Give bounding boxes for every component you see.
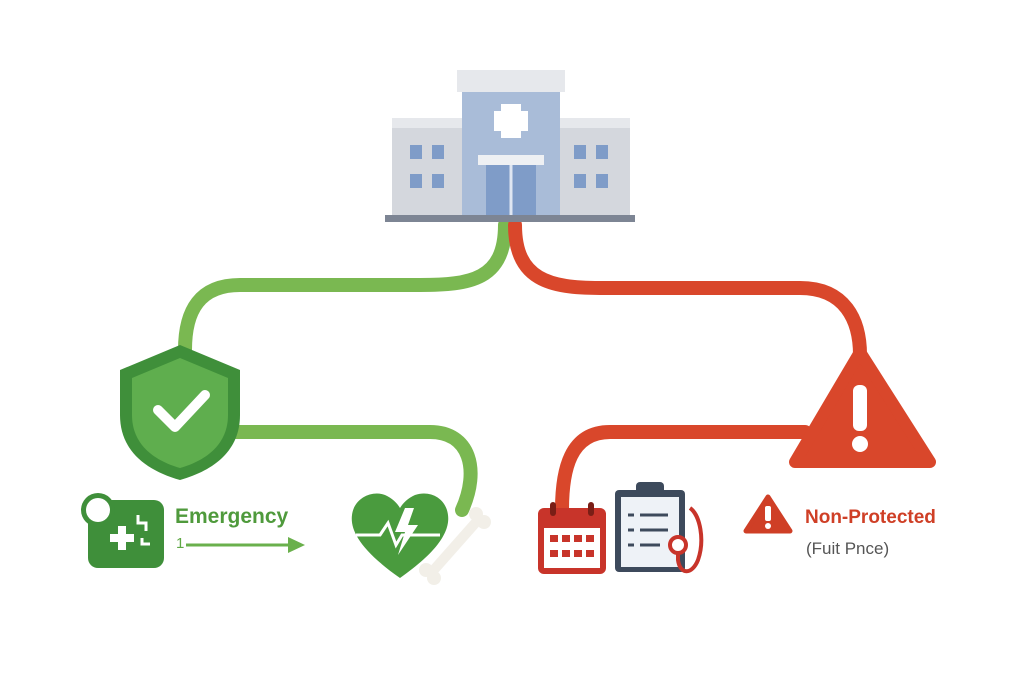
non-protected-label: Non-Protected	[805, 507, 936, 528]
green-path-bottom	[223, 425, 478, 517]
emergency-label: Emergency	[175, 505, 289, 528]
calendar-icon	[538, 502, 606, 574]
non-protected-sublabel: (Fuit Pnce)	[806, 539, 890, 558]
tag-plus-icon	[81, 493, 164, 568]
hospital-icon	[385, 70, 635, 222]
emergency-step: 1	[176, 535, 185, 552]
heart-pulse-icon	[351, 493, 449, 578]
green-path-top	[178, 218, 512, 357]
bone-icon	[419, 507, 491, 585]
stethoscope-icon	[668, 506, 704, 574]
red-path-bottom	[555, 425, 812, 517]
small-warning-icon	[743, 494, 793, 534]
clipboard-icon	[615, 482, 685, 572]
red-path-top	[508, 218, 867, 362]
shield-check-icon	[120, 345, 240, 480]
warning-icon	[789, 346, 936, 468]
